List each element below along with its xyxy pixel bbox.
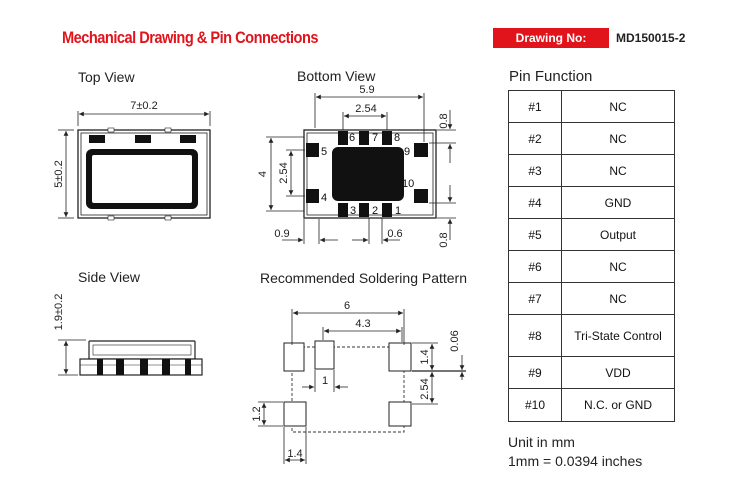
unit-note: Unit in mm <box>508 434 575 450</box>
pin-label-9: 9 <box>404 146 410 158</box>
pin-function-cell: NC <box>561 250 675 283</box>
pin-label-7: 7 <box>372 132 378 144</box>
solder-overall-width-dim: 6 <box>344 300 350 312</box>
pin-function-cell: VDD <box>561 356 675 389</box>
solder-corner-pad-height-dim: 1.2 <box>251 406 263 421</box>
pin-label-5: 5 <box>321 146 327 158</box>
pin-function-cell: NC <box>561 282 675 315</box>
pin-label-8: 8 <box>394 132 400 144</box>
bottom-left-margin-dim: 0.9 <box>274 228 289 240</box>
pin-function-cell: Output <box>561 218 675 251</box>
pin-label-4: 4 <box>321 192 327 204</box>
pin-function-cell: NC <box>561 122 675 155</box>
bottom-pitch-top-dim: 2.54 <box>355 103 376 115</box>
pin-label-10: 10 <box>402 178 414 190</box>
pin-function-cell: GND <box>561 186 675 219</box>
soldering-pattern-drawing: 6 4.3 1 1.4 0.06 2.54 1.2 1.4 <box>251 300 466 464</box>
bottom-view-label: Bottom View <box>297 68 376 84</box>
side-view-label: Side View <box>78 269 141 285</box>
pin-number-cell: #6 <box>508 250 562 283</box>
unit-conversion-note: 1mm = 0.0394 inches <box>508 453 643 469</box>
bottom-gap-dim: 0.6 <box>387 228 402 240</box>
bottom-view-drawing: 6 7 8 5 4 9 10 3 2 1 5.9 2.54 0.8 4 2. <box>257 84 456 248</box>
solder-corner-pad-width-dim: 1.4 <box>287 448 302 460</box>
pin-number-cell: #5 <box>508 218 562 251</box>
pin-label-1: 1 <box>395 205 401 217</box>
pin-function-cell: NC <box>561 154 675 187</box>
drawing-number: MD150015-2 <box>616 31 686 45</box>
bottom-overall-width-dim: 5.9 <box>359 84 374 96</box>
pin-number-cell: #7 <box>508 282 562 315</box>
pin-function-title: Pin Function <box>509 68 593 85</box>
pin-number-cell: #9 <box>508 356 562 389</box>
pin-number-cell: #4 <box>508 186 562 219</box>
pin-number-cell: #8 <box>508 314 562 357</box>
pin-label-3: 3 <box>350 205 356 217</box>
bottom-overall-height-dim: 4 <box>257 171 269 177</box>
top-view-height-dim: 5±0.2 <box>53 160 65 187</box>
top-view-label: Top View <box>78 69 135 85</box>
pin-number-cell: #1 <box>508 90 562 123</box>
top-view-drawing: 7±0.2 5±0.2 <box>53 100 211 221</box>
solder-pad-width-dim: 1 <box>322 375 328 387</box>
pin-function-cell: NC <box>561 90 675 123</box>
pin-number-cell: #3 <box>508 154 562 187</box>
side-view-drawing: 1.9±0.2 <box>53 294 203 376</box>
top-view-width-dim: 7±0.2 <box>130 100 157 112</box>
pin-function-cell: N.C. or GND <box>561 388 675 422</box>
bottom-pad-offset-right-dim: 0.8 <box>438 113 450 128</box>
pin-function-cell: Tri-State Control <box>561 314 675 357</box>
side-view-height-dim: 1.9±0.2 <box>53 294 65 331</box>
pin-label-6: 6 <box>349 132 355 144</box>
solder-inner-width-dim: 4.3 <box>355 318 370 330</box>
solder-gap-dim: 0.06 <box>449 330 461 351</box>
bottom-pitch-side-dim: 2.54 <box>278 162 290 183</box>
drawing-title: Mechanical Drawing & Pin Connections <box>62 28 319 47</box>
pin-label-2: 2 <box>372 205 378 217</box>
solder-pitch-dim: 2.54 <box>419 378 431 399</box>
solder-pad-height-dim: 1.4 <box>419 349 431 364</box>
soldering-pattern-label: Recommended Soldering Pattern <box>260 270 468 286</box>
pin-number-cell: #10 <box>508 388 562 422</box>
bottom-pad-offset-bottom-right-dim: 0.8 <box>438 232 450 247</box>
pin-number-cell: #2 <box>508 122 562 155</box>
drawing-number-label: Drawing No: <box>493 28 609 48</box>
